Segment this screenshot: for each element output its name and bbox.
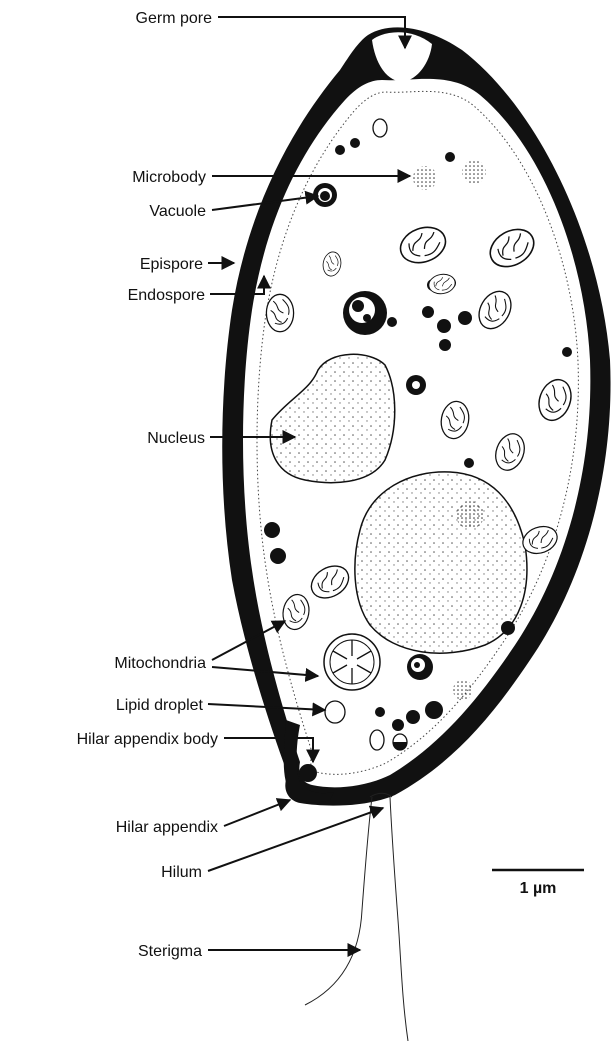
lipid-droplet — [370, 730, 384, 750]
label-microbody: Microbody — [132, 169, 206, 186]
sterigma-outline-right — [390, 797, 408, 1041]
sterigma-outline — [305, 797, 372, 1005]
vacuole-core — [320, 191, 330, 201]
label-mitochondria: Mitochondria — [114, 655, 206, 672]
scale-bar-label: 1 µm — [520, 880, 557, 897]
label-germ-pore: Germ pore — [136, 10, 213, 27]
label-vacuole: Vacuole — [149, 203, 206, 220]
label-hilum: Hilum — [161, 864, 202, 881]
microbody — [413, 166, 437, 190]
label-endospore: Endospore — [128, 287, 205, 304]
microbody — [453, 680, 473, 700]
lipid-droplet — [373, 119, 387, 137]
label-hilar-appendix-body: Hilar appendix body — [77, 731, 218, 748]
label-epispore: Epispore — [140, 256, 203, 273]
label-hilar-appendix: Hilar appendix — [116, 819, 218, 836]
lipid-droplet — [325, 701, 345, 723]
label-nucleus: Nucleus — [147, 430, 205, 447]
nucleolus — [456, 501, 484, 529]
label-lipid-droplet: Lipid droplet — [116, 697, 204, 714]
label-sterigma: Sterigma — [138, 943, 202, 960]
nucleus-large — [355, 472, 527, 653]
microbody — [462, 160, 486, 184]
